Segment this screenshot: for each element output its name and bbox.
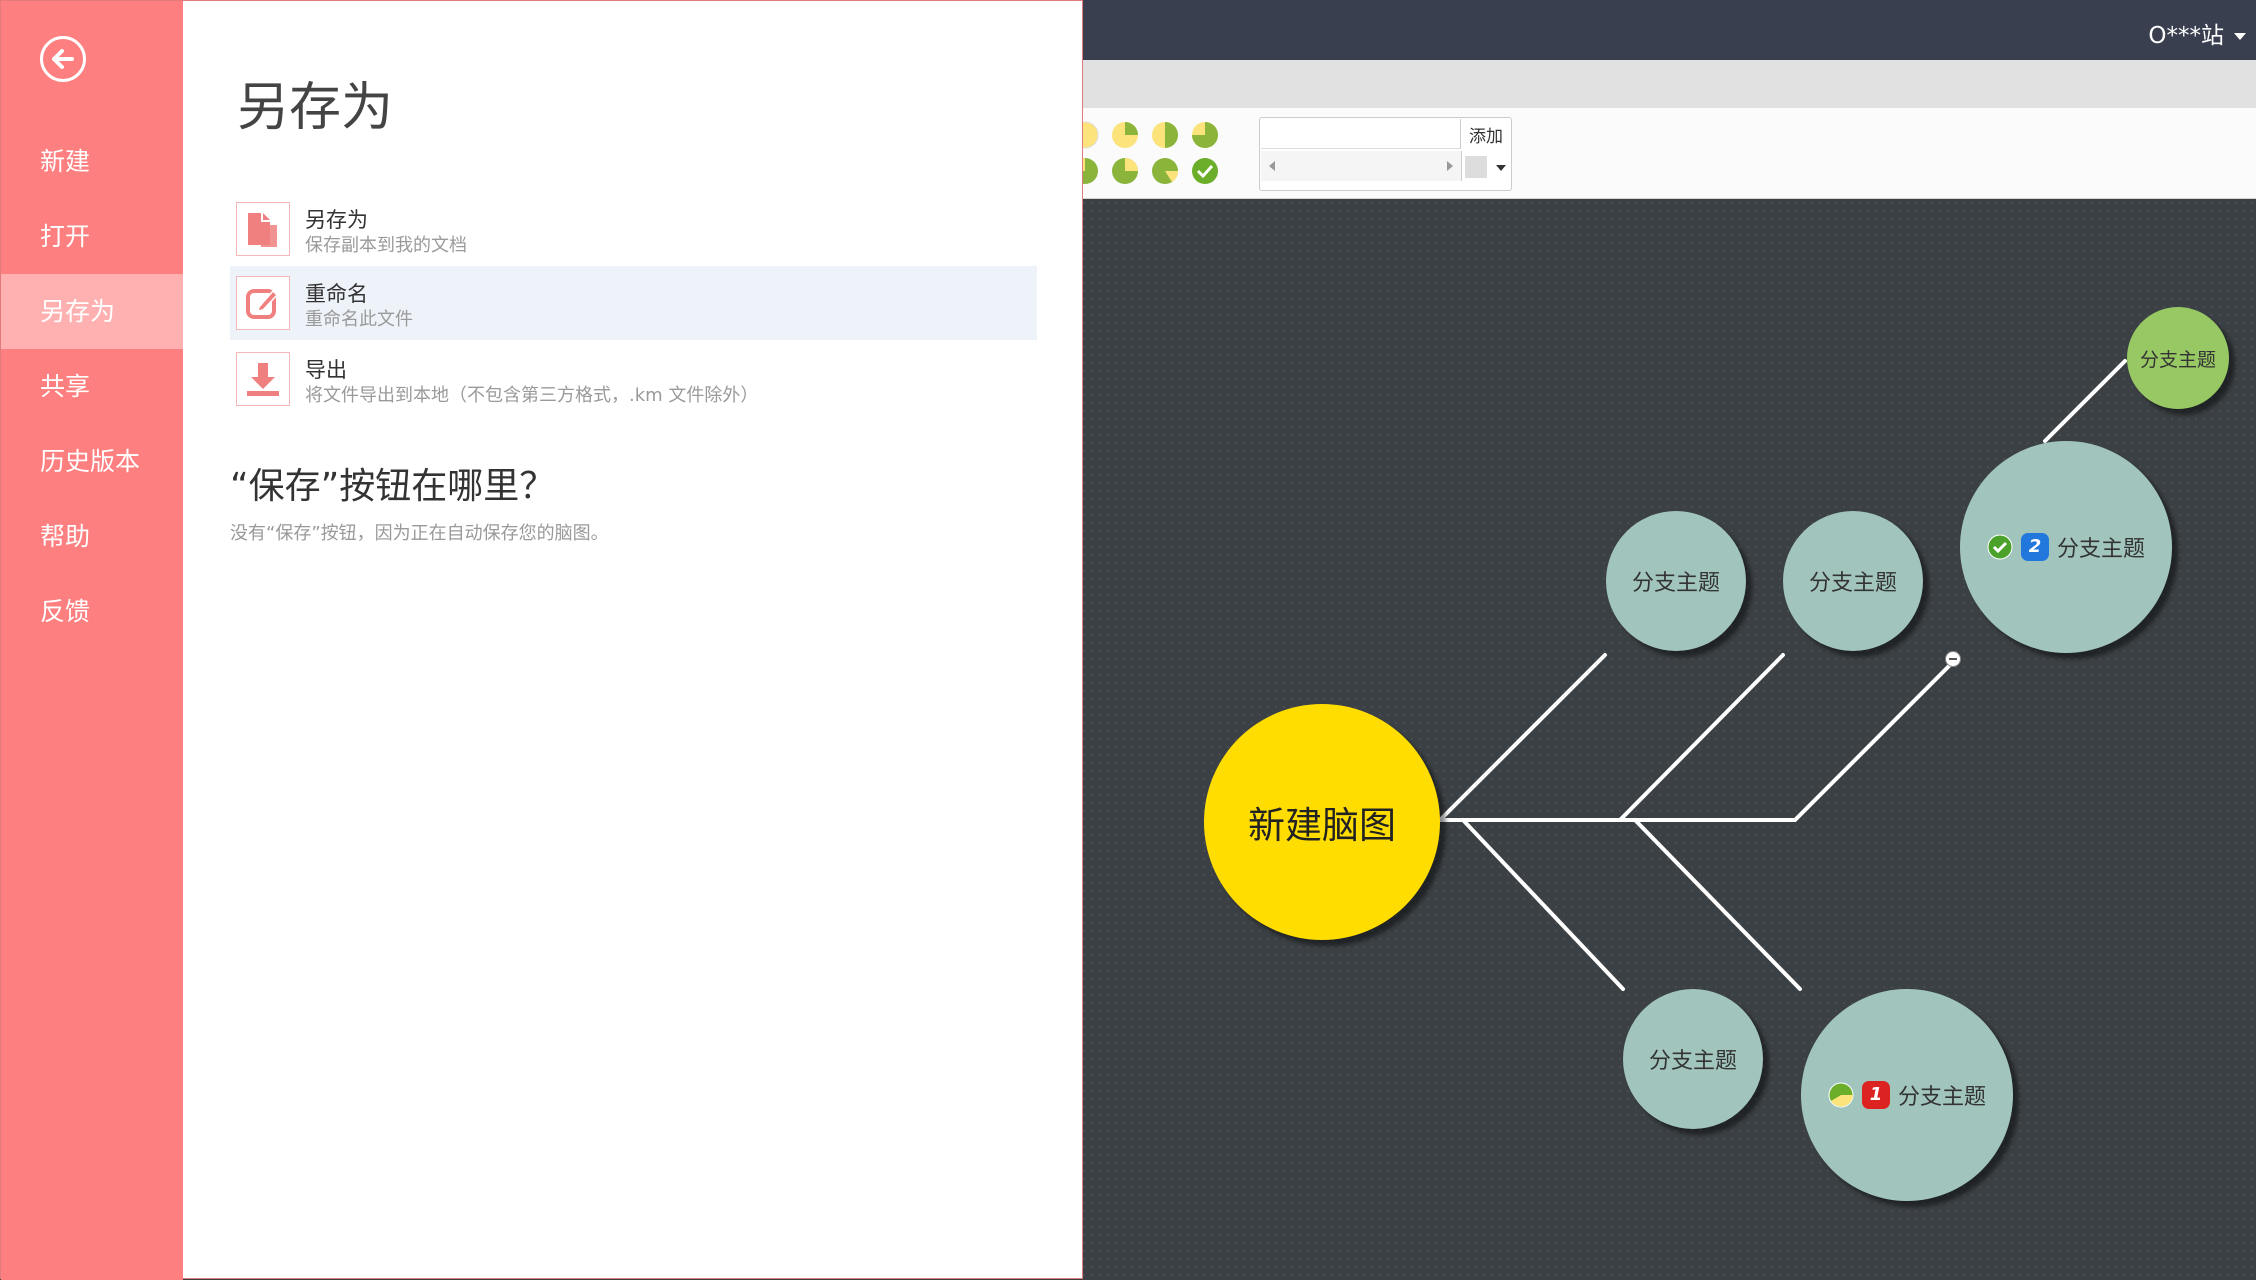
- nav-item-feedback[interactable]: 反馈: [40, 597, 91, 626]
- option-rename[interactable]: 重命名 重命名此文件: [230, 266, 1037, 340]
- progress-1-icon[interactable]: [1110, 120, 1140, 150]
- branch-node[interactable]: 2 分支主题: [1960, 441, 2172, 653]
- nav-item-help[interactable]: 帮助: [40, 522, 91, 551]
- caret-down-icon[interactable]: [1496, 165, 1506, 171]
- option-title: 另存为: [305, 208, 368, 232]
- user-name: O***站: [2148, 23, 2224, 49]
- copy-document-icon: [236, 202, 290, 256]
- caret-down-icon: [2234, 33, 2246, 40]
- progress-2-icon[interactable]: [1150, 120, 1180, 150]
- rename-edit-icon: [236, 276, 290, 330]
- option-description: 重命名此文件: [305, 309, 413, 330]
- connector-line: [1618, 660, 1955, 822]
- nav-item-history[interactable]: 历史版本: [40, 447, 141, 476]
- branch-node-label: 分支主题: [1631, 571, 1720, 596]
- add-resource-button[interactable]: 添加: [1463, 119, 1509, 149]
- resource-dropdown[interactable]: [1465, 156, 1487, 178]
- connector-line: [2043, 359, 2127, 443]
- file-menu-panel: 新建 打开 另存为 共享 历史版本 帮助 反馈 另存为 另存为 保存副本到我的文…: [0, 0, 1083, 1280]
- resource-editor: 添加: [1259, 117, 1512, 191]
- resource-list[interactable]: [1261, 151, 1462, 181]
- page-title: 另存为: [237, 78, 394, 138]
- nav-item-new[interactable]: 新建: [40, 147, 91, 176]
- connector-line: [1438, 653, 1607, 822]
- progress-done-icon[interactable]: [1190, 156, 1220, 186]
- save-help-heading: “保存”按钮在哪里？: [230, 466, 556, 507]
- branch-node[interactable]: 分支主题: [1783, 511, 1923, 651]
- nav-item-share[interactable]: 共享: [40, 372, 91, 401]
- branch-node-label: 分支主题: [2056, 537, 2145, 562]
- branch-node[interactable]: 分支主题: [1606, 511, 1746, 651]
- nav-item-save-as[interactable]: 另存为: [1, 274, 183, 349]
- option-title: 导出: [305, 358, 347, 382]
- arrow-left-icon: [52, 49, 74, 69]
- mindmap-canvas[interactable]: 新建脑图 分支主题 分支主题 2 分支主题 分支主题 1 分支主题 分支主题: [0, 199, 2256, 1279]
- download-icon: [236, 352, 290, 406]
- scroll-left-icon[interactable]: [1269, 161, 1275, 171]
- scroll-right-icon[interactable]: [1447, 161, 1453, 171]
- branch-node[interactable]: 1 分支主题: [1801, 989, 2013, 1201]
- connector-line: [1461, 818, 1625, 991]
- option-description: 将文件导出到本地（不包含第三方格式，.km 文件除外）: [305, 385, 759, 406]
- user-menu[interactable]: O***站: [2148, 16, 2246, 50]
- branch-node[interactable]: 分支主题: [1623, 989, 1763, 1129]
- option-title: 重命名: [305, 282, 368, 306]
- progress-icon-group: [1070, 120, 1230, 190]
- progress-icon: [1828, 1082, 1854, 1108]
- progress-6-icon[interactable]: [1150, 156, 1180, 186]
- branch-node-label: 分支主题: [1648, 1049, 1737, 1074]
- branch-node-label: 分支主题: [1897, 1085, 1986, 1110]
- priority-badge: 2: [2020, 533, 2049, 561]
- branch-node[interactable]: 分支主题: [2127, 307, 2229, 409]
- progress-3-icon[interactable]: [1190, 120, 1220, 150]
- connector-lines: [1438, 359, 2127, 991]
- progress-5-icon[interactable]: [1110, 156, 1140, 186]
- connector-line: [1633, 818, 1802, 991]
- branch-node-label: 分支主题: [1808, 571, 1897, 596]
- branch-node-label: 分支主题: [2139, 348, 2216, 371]
- option-export[interactable]: 导出 将文件导出到本地（不包含第三方格式，.km 文件除外）: [230, 342, 1037, 416]
- collapse-toggle[interactable]: [1945, 651, 1961, 667]
- root-node-label: 新建脑图: [1248, 804, 1396, 847]
- save-help-text: 没有“保存”按钮，因为正在自动保存您的脑图。: [230, 523, 609, 544]
- resource-input[interactable]: [1261, 119, 1461, 149]
- nav-item-open[interactable]: 打开: [40, 222, 91, 251]
- file-menu-nav: 新建 打开 另存为 共享 历史版本 帮助 反馈: [1, 1, 183, 1280]
- priority-badge: 1: [1861, 1081, 1890, 1109]
- option-save-as[interactable]: 另存为 保存副本到我的文档: [230, 192, 1037, 266]
- check-icon: [1987, 534, 2013, 560]
- root-node[interactable]: 新建脑图: [1204, 704, 1440, 940]
- back-button[interactable]: [40, 36, 86, 82]
- option-description: 保存副本到我的文档: [305, 235, 467, 256]
- connector-line: [1438, 653, 1785, 822]
